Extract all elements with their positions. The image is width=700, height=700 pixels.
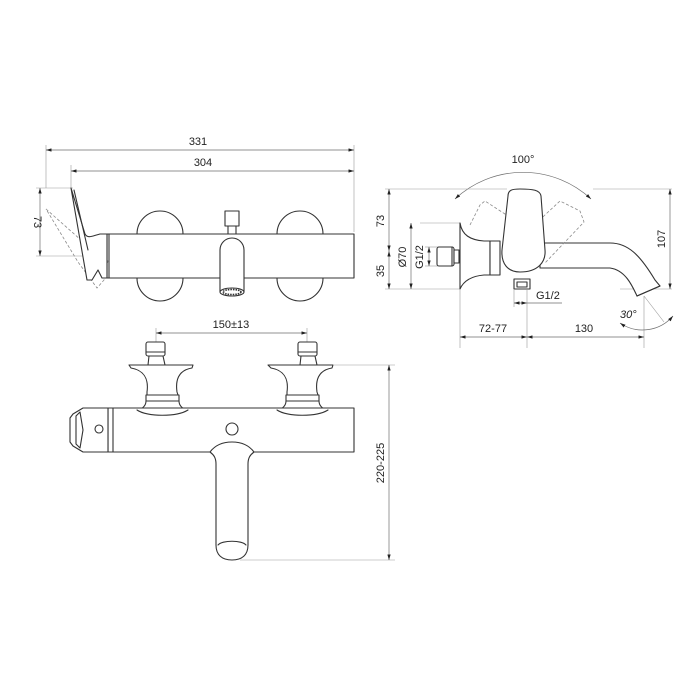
inlet-right-nut (297, 341, 318, 357)
inlet-right-flange (267, 364, 334, 396)
dim-label-100deg: 100° (512, 154, 535, 166)
diverter-button (225, 422, 239, 436)
dim-label-g12-outlet: G1/2 (536, 290, 560, 302)
inlet-left-flange (128, 364, 194, 396)
dim-label-150: 150±13 (213, 319, 250, 331)
dim-label-130: 130 (575, 323, 593, 335)
dim-label-220-225: 220-225 (375, 443, 387, 483)
outlet-fitting (513, 278, 531, 290)
dim-label-331: 331 (189, 136, 207, 148)
lever-alt-right (531, 200, 585, 264)
diverter-knob (224, 210, 240, 227)
rosette-left-bottom (136, 277, 184, 302)
dim-label-35: 35 (375, 265, 387, 277)
diverter-stem (227, 225, 237, 235)
rosette-left-top (136, 210, 184, 235)
lever-top (69, 407, 109, 453)
spout-front (219, 237, 245, 292)
lever-handle (70, 187, 108, 281)
spout-top (209, 441, 255, 561)
dim-spout-angle (619, 315, 674, 331)
lever-screw (94, 424, 104, 434)
front-view: 331 304 73 (31, 136, 355, 302)
side-view: 100° 73 35 Ø70 G1/2 (375, 154, 674, 348)
inlet-left-nut (145, 341, 166, 357)
dim-label-30deg: 30° (620, 309, 637, 321)
top-view: 150±13 220-225 (69, 319, 395, 561)
rosette-right-top (276, 210, 324, 235)
dim-label-107: 107 (656, 230, 668, 248)
dim-label-d70: Ø70 (397, 247, 409, 268)
lever-side (501, 188, 546, 273)
dim-label-72-77: 72-77 (479, 323, 507, 335)
dim-lever-rotation (454, 171, 592, 200)
spout-side (539, 242, 661, 297)
dim-label-g12-inlet: G1/2 (414, 245, 426, 269)
dim-label-73-front: 73 (31, 216, 43, 228)
rosette-right-bottom (276, 277, 324, 302)
dim-label-73-side: 73 (375, 215, 387, 227)
dim-label-304: 304 (194, 157, 212, 169)
lever-alt-left (469, 200, 509, 226)
